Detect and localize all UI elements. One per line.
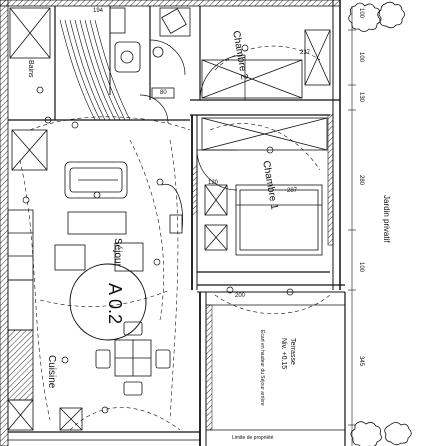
terrace-title: Terrasse	[289, 338, 296, 365]
terrace-note: Ecart en hauteur du Séjour arrière	[259, 330, 265, 406]
wardrobes	[9, 7, 126, 171]
dim-100-c: 100	[358, 8, 364, 19]
dim-287: 287	[287, 188, 298, 194]
dim-345: 345	[358, 356, 364, 367]
terrace-level: Niv. +0.15	[280, 338, 287, 370]
bathroom-fixtures	[114, 7, 191, 99]
dining-set	[95, 321, 171, 396]
dim-237: 237	[300, 50, 311, 56]
dashed-arcs	[19, 45, 331, 431]
terrace-deck	[205, 304, 213, 431]
ducts	[59, 19, 131, 121]
tree-icons	[348, 1, 412, 446]
dim-100-a: 100	[358, 52, 364, 63]
electrical-symbols	[22, 44, 294, 414]
room-label-bains: Bains	[27, 60, 34, 78]
kitchen-counter	[7, 209, 83, 431]
dim-80: 80	[160, 90, 167, 96]
apartment-marker-circle	[69, 263, 147, 341]
dimension-chain	[348, 6, 356, 446]
dim-120: 120	[208, 180, 219, 186]
property-limit-label: Limite de propriété	[232, 435, 274, 441]
bedroom-furniture	[161, 29, 331, 256]
room-label-cuisine: Cuisine	[46, 355, 57, 389]
room-label-sejour: Séjour	[112, 238, 123, 267]
apartment-code-label: A 0.2	[105, 283, 125, 325]
dim-100-b: 100	[358, 262, 364, 273]
living-furniture	[54, 161, 144, 272]
dim-280: 280	[358, 175, 364, 186]
dim-130: 130	[358, 92, 364, 103]
dim-194: 194	[93, 8, 104, 14]
bedroom2-wardrobe	[201, 59, 328, 151]
garden-label: Jardin privatif	[382, 195, 391, 243]
dim-200: 200	[235, 293, 246, 299]
